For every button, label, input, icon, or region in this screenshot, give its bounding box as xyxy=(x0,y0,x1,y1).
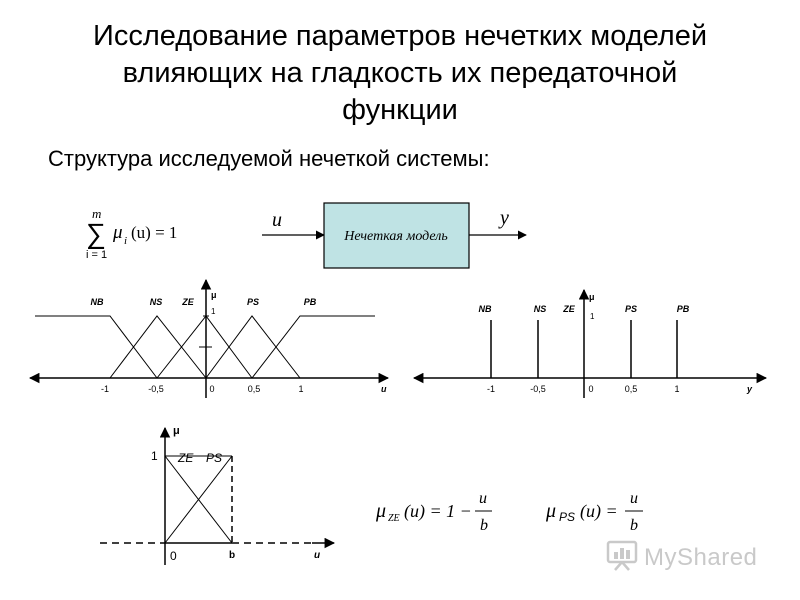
slide-title: Исследование параметров нечетких моделей… xyxy=(40,18,760,129)
b-label: b xyxy=(229,550,235,561)
curve-pb xyxy=(251,315,375,379)
fuzzy-model-block: u Нечеткая модель y xyxy=(262,202,527,269)
curve-ns xyxy=(109,315,207,379)
tick-05: 0,5 xyxy=(248,384,261,394)
tick-1-2: 1 xyxy=(674,384,679,394)
mu-ps-sub: PS xyxy=(559,510,575,524)
term-nb: NB xyxy=(91,297,104,307)
mu-ze-den: b xyxy=(480,517,488,534)
formula-sum: m ∑ i = 1 μ i (u) = 1 xyxy=(86,206,177,261)
mu-label-3: μ xyxy=(173,425,180,437)
mu-ze-sub: ZE xyxy=(388,513,400,524)
mu-ps-rest: (u) = xyxy=(580,501,618,522)
mu-ps-symbol: μ xyxy=(545,500,556,522)
mu-ze-num: u xyxy=(479,490,487,507)
term-pb: PB xyxy=(304,297,317,307)
u-label-3: u xyxy=(314,550,320,561)
logo-text: MyShared xyxy=(644,543,758,571)
slide-subtitle: Структура исследуемой нечеткой системы: xyxy=(48,146,490,171)
sum-lower-limit: i = 1 xyxy=(86,249,107,261)
term-ze-2: ZE xyxy=(562,304,575,314)
mu-label: μ xyxy=(211,290,217,300)
sum-rest: (u) = 1 xyxy=(131,223,177,242)
y-label: y xyxy=(746,384,753,394)
u-label: u xyxy=(381,384,387,394)
curve-nb xyxy=(35,315,158,379)
term-ns-2: NS xyxy=(534,304,547,314)
mu-subscript: i xyxy=(124,235,127,247)
mu-ps-den: b xyxy=(630,517,638,534)
output-label: y xyxy=(498,207,509,229)
term-nb-2: NB xyxy=(479,304,492,314)
input-label: u xyxy=(272,209,282,231)
title-line-2: влияющих на гладкость их передаточной xyxy=(122,57,678,89)
model-box xyxy=(323,202,470,269)
tick-m1-2: -1 xyxy=(487,384,495,394)
one-label-2: 1 xyxy=(590,312,595,321)
model-label: Нечеткая модель xyxy=(343,229,448,244)
mu-symbol: μ xyxy=(112,222,123,243)
graph-zoom: μ 1 ZE PS 0 b u xyxy=(100,425,336,565)
myshared-logo[interactable]: MyShared xyxy=(606,538,757,577)
tick-m05-2: -0,5 xyxy=(530,384,546,394)
tick-0-2: 0 xyxy=(588,384,593,394)
tick-m05: -0,5 xyxy=(148,384,164,394)
tick-1: 1 xyxy=(298,384,303,394)
sum-upper-limit: m xyxy=(92,206,101,221)
presentation-icon xyxy=(606,538,640,577)
term-ze-zoom: ZE xyxy=(177,451,194,465)
formula-mu-ze: μ ZE (u) = 1 − u b xyxy=(375,490,492,534)
mu-ze-symbol: μ xyxy=(375,500,386,522)
term-ze: ZE xyxy=(181,297,194,307)
tick-0: 0 xyxy=(209,384,214,394)
mu-label-2: μ xyxy=(589,292,595,302)
graph-singletons: NB NS ZE PS PB μ 1 -1 -0,5 0 0,5 1 y xyxy=(412,288,768,398)
mu-ze-rest: (u) = 1 − xyxy=(404,501,472,522)
sigma-symbol: ∑ xyxy=(86,218,106,249)
title-line-3: функции xyxy=(342,94,458,126)
singleton-lines xyxy=(490,320,678,378)
mu-ps-num: u xyxy=(630,490,638,507)
term-ps-2: PS xyxy=(625,304,637,314)
formula-mu-ps: μ PS (u) = u b xyxy=(545,490,643,534)
tick-m1: -1 xyxy=(101,384,109,394)
graph-triangles: NB NS ZE PS PB μ 1 -1 -0,5 0 0,5 1 u xyxy=(28,278,390,398)
term-ps-zoom: PS xyxy=(206,451,222,465)
one-label: 1 xyxy=(211,307,216,316)
title-line-1: Исследование параметров нечетких моделей xyxy=(92,20,708,52)
curve-ps-zoom xyxy=(164,455,233,544)
term-ns: NS xyxy=(150,297,163,307)
term-ps: PS xyxy=(247,297,259,307)
tick-05-2: 0,5 xyxy=(625,384,638,394)
origin-label: 0 xyxy=(170,549,177,563)
term-pb-2: PB xyxy=(677,304,690,314)
curve-ps xyxy=(205,315,301,379)
one-label-3: 1 xyxy=(151,449,158,463)
